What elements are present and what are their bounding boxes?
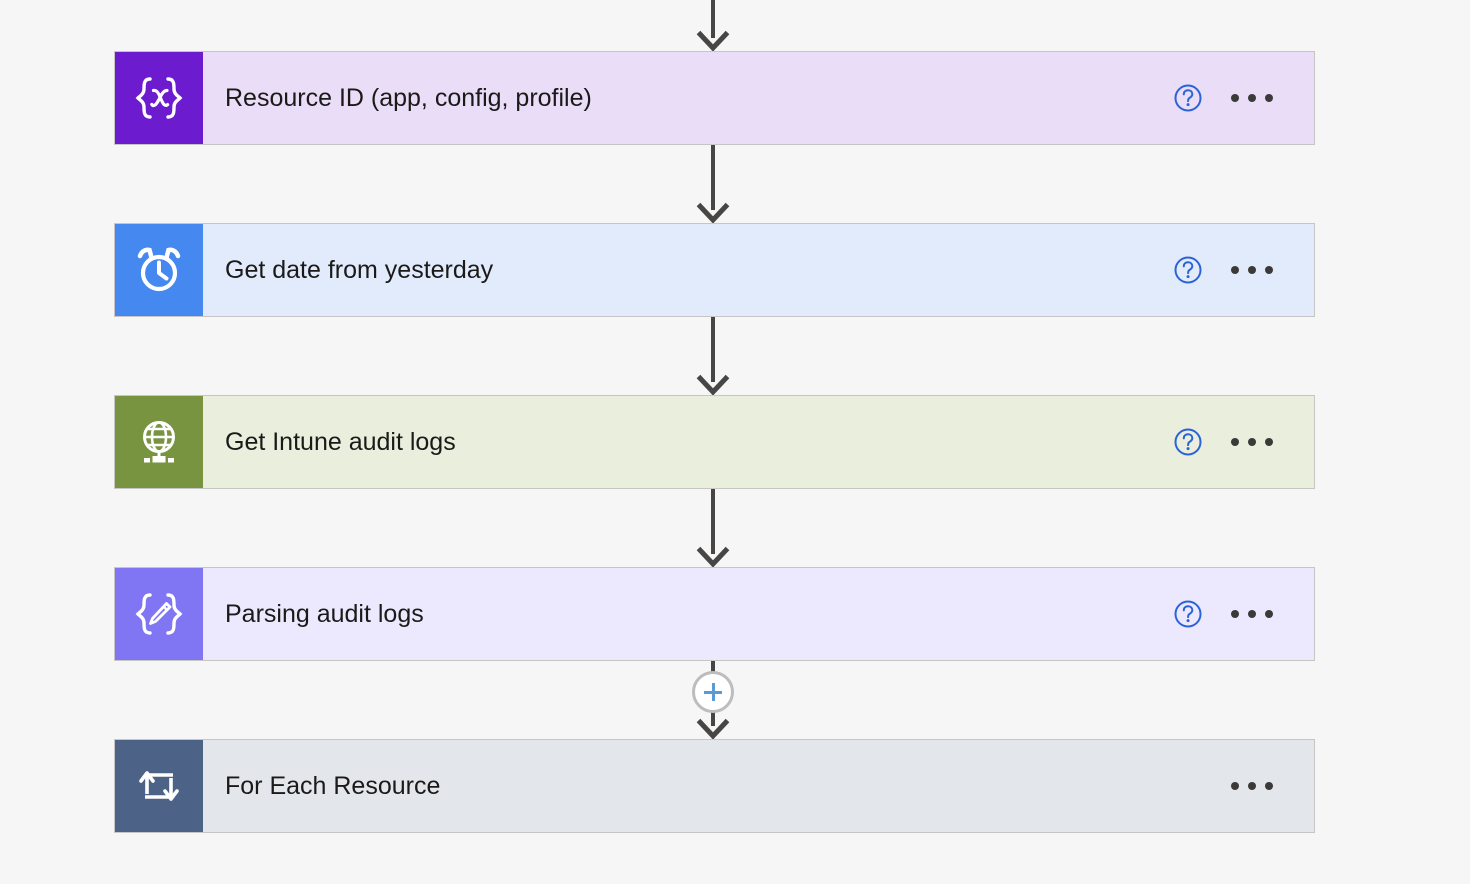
- card-body: Get date from yesterday: [203, 224, 1160, 316]
- help-icon[interactable]: [1160, 599, 1216, 629]
- card-actions: [1160, 740, 1314, 832]
- card-body: Resource ID (app, config, profile): [203, 52, 1160, 144]
- connector-line: [711, 488, 715, 554]
- variable-braces-x-icon: [115, 52, 203, 144]
- loop-repeat-icon: [115, 740, 203, 832]
- flow-action-card[interactable]: Get date from yesterday: [115, 224, 1314, 316]
- insert-step-button[interactable]: [692, 671, 734, 713]
- action-title: Get Intune audit logs: [225, 428, 456, 456]
- connector-arrowhead-icon: [696, 202, 730, 224]
- connector-arrowhead-icon: [696, 30, 730, 52]
- connector-arrowhead-icon: [696, 546, 730, 568]
- flow-action-card[interactable]: Get Intune audit logs: [115, 396, 1314, 488]
- help-icon[interactable]: [1160, 83, 1216, 113]
- action-title: Get date from yesterday: [225, 256, 494, 284]
- card-actions: [1160, 224, 1314, 316]
- card-body: Get Intune audit logs: [203, 396, 1160, 488]
- more-horizontal-icon[interactable]: [1216, 782, 1288, 790]
- connector-line: [711, 144, 715, 210]
- more-horizontal-icon[interactable]: [1216, 610, 1288, 618]
- card-actions: [1160, 396, 1314, 488]
- http-globe-icon: [115, 396, 203, 488]
- help-icon[interactable]: [1160, 255, 1216, 285]
- card-actions: [1160, 568, 1314, 660]
- connector-arrowhead-icon: [696, 374, 730, 396]
- connector-arrowhead-icon: [696, 718, 730, 740]
- card-body: For Each Resource: [203, 740, 1160, 832]
- action-title: Parsing audit logs: [225, 600, 424, 628]
- more-horizontal-icon[interactable]: [1216, 438, 1288, 446]
- compose-braces-pencil-icon: [115, 568, 203, 660]
- card-body: Parsing audit logs: [203, 568, 1160, 660]
- card-actions: [1160, 52, 1314, 144]
- flow-action-card[interactable]: Resource ID (app, config, profile): [115, 52, 1314, 144]
- action-title: For Each Resource: [225, 772, 441, 800]
- flow-action-card[interactable]: Parsing audit logs: [115, 568, 1314, 660]
- more-horizontal-icon[interactable]: [1216, 94, 1288, 102]
- connector-line: [711, 316, 715, 382]
- more-horizontal-icon[interactable]: [1216, 266, 1288, 274]
- help-icon[interactable]: [1160, 427, 1216, 457]
- alarm-clock-icon: [115, 224, 203, 316]
- action-title: Resource ID (app, config, profile): [225, 84, 592, 112]
- connector-line: [711, 0, 715, 38]
- flow-action-card[interactable]: For Each Resource: [115, 740, 1314, 832]
